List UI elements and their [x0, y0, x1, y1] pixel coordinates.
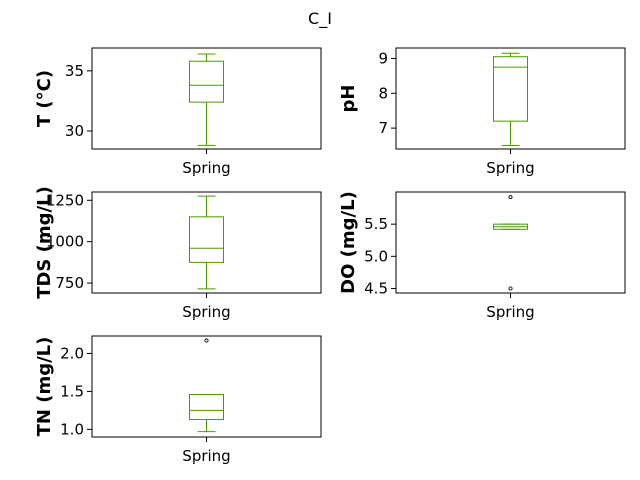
box-iqr — [189, 393, 224, 421]
y-axis-label: DO (mg/L) — [338, 191, 359, 294]
box-iqr — [189, 216, 224, 263]
y-axis-label: TDS (mg/L) — [34, 186, 55, 299]
y-tick-label: 5.5 — [364, 215, 388, 233]
y-tick-label: 1.5 — [60, 382, 84, 400]
y-tick-label: 30 — [65, 122, 84, 140]
x-tick-label: Spring — [486, 303, 534, 321]
y-axis-label: TN (mg/L) — [34, 337, 55, 437]
y-tick-label: 1.0 — [60, 420, 84, 438]
y-tick-label: 2.0 — [60, 344, 84, 362]
x-tick-label: Spring — [486, 159, 534, 177]
y-tick-label: 1250 — [46, 191, 84, 209]
outlier-point — [204, 338, 209, 343]
figure-suptitle: C_I — [308, 9, 332, 29]
x-tick-label: Spring — [182, 303, 230, 321]
y-tick-label: 8 — [378, 84, 388, 102]
x-tick-label: Spring — [182, 159, 230, 177]
box-iqr — [493, 56, 528, 122]
x-tick-label: Spring — [182, 447, 230, 465]
y-tick-label: 750 — [55, 274, 84, 292]
y-tick-label: 4.5 — [364, 279, 388, 297]
y-axis-label: pH — [338, 85, 359, 113]
y-tick-label: 9 — [378, 49, 388, 67]
box-iqr — [189, 60, 224, 103]
y-tick-label: 5.0 — [364, 247, 388, 265]
y-tick-label: 1000 — [46, 233, 84, 251]
y-tick-label: 7 — [378, 119, 388, 137]
axes-frame — [395, 191, 626, 294]
y-axis-label: T (°C) — [34, 70, 55, 127]
y-tick-label: 35 — [65, 62, 84, 80]
outlier-point — [508, 195, 513, 200]
outlier-point — [508, 286, 513, 291]
